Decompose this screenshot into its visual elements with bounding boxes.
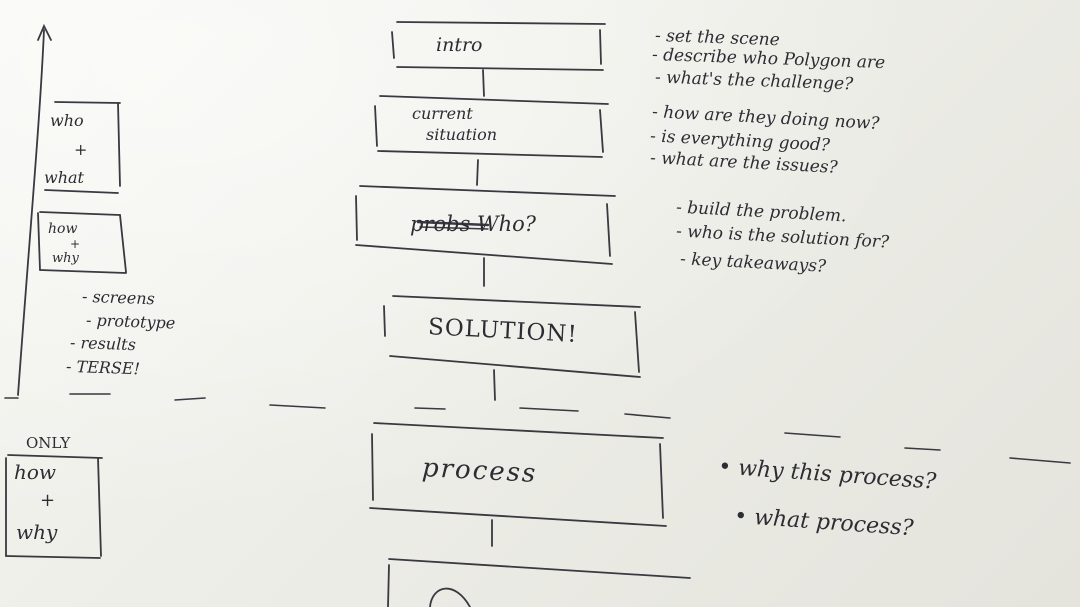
- only-how-why-line-1: how: [14, 460, 57, 484]
- only-how-why-line-3: why: [16, 520, 58, 544]
- solution-list-item-3: - results: [69, 332, 137, 355]
- who-what-line-2: +: [74, 140, 88, 159]
- how-why-line-2: +: [70, 237, 81, 251]
- section-separator: [4, 393, 1071, 464]
- process-box-outline: [369, 422, 667, 527]
- only-how-why-box: [5, 454, 103, 559]
- connector-4: [493, 369, 496, 401]
- process-box-label: process: [421, 453, 539, 489]
- solution-list-item-2: - prototype: [85, 310, 176, 333]
- who-what-bracket: [44, 101, 121, 194]
- next-box-outline: [387, 558, 691, 607]
- situation-box-label-line2: situation: [426, 125, 498, 144]
- only-how-why-line-2: +: [40, 490, 56, 511]
- only-label: ONLY: [26, 434, 71, 452]
- timeline-arrow-head: [37, 23, 52, 41]
- connector-2: [476, 159, 479, 186]
- who-box-label: probs Who?: [410, 212, 537, 236]
- solution-list-item-4: - TERSE!: [65, 356, 141, 379]
- connector-1: [482, 69, 485, 97]
- situation-box-outline: [374, 95, 609, 158]
- situation-box-label-line1: current: [412, 104, 473, 123]
- who-what-line-1: who: [50, 111, 84, 130]
- solution-box-outline: [383, 295, 641, 378]
- solution-list-item-1: - screens: [81, 286, 156, 309]
- intro-box-label: intro: [436, 34, 483, 56]
- who-what-line-3: what: [44, 168, 84, 187]
- who-box-outline: [355, 185, 616, 265]
- strike-through: [416, 220, 490, 227]
- intro-box-outline: [391, 21, 606, 71]
- timeline-arrow-line: [17, 29, 45, 396]
- how-why-line-1: how: [48, 221, 78, 237]
- how-why-line-3: why: [52, 251, 79, 266]
- how-why-box: [37, 211, 127, 274]
